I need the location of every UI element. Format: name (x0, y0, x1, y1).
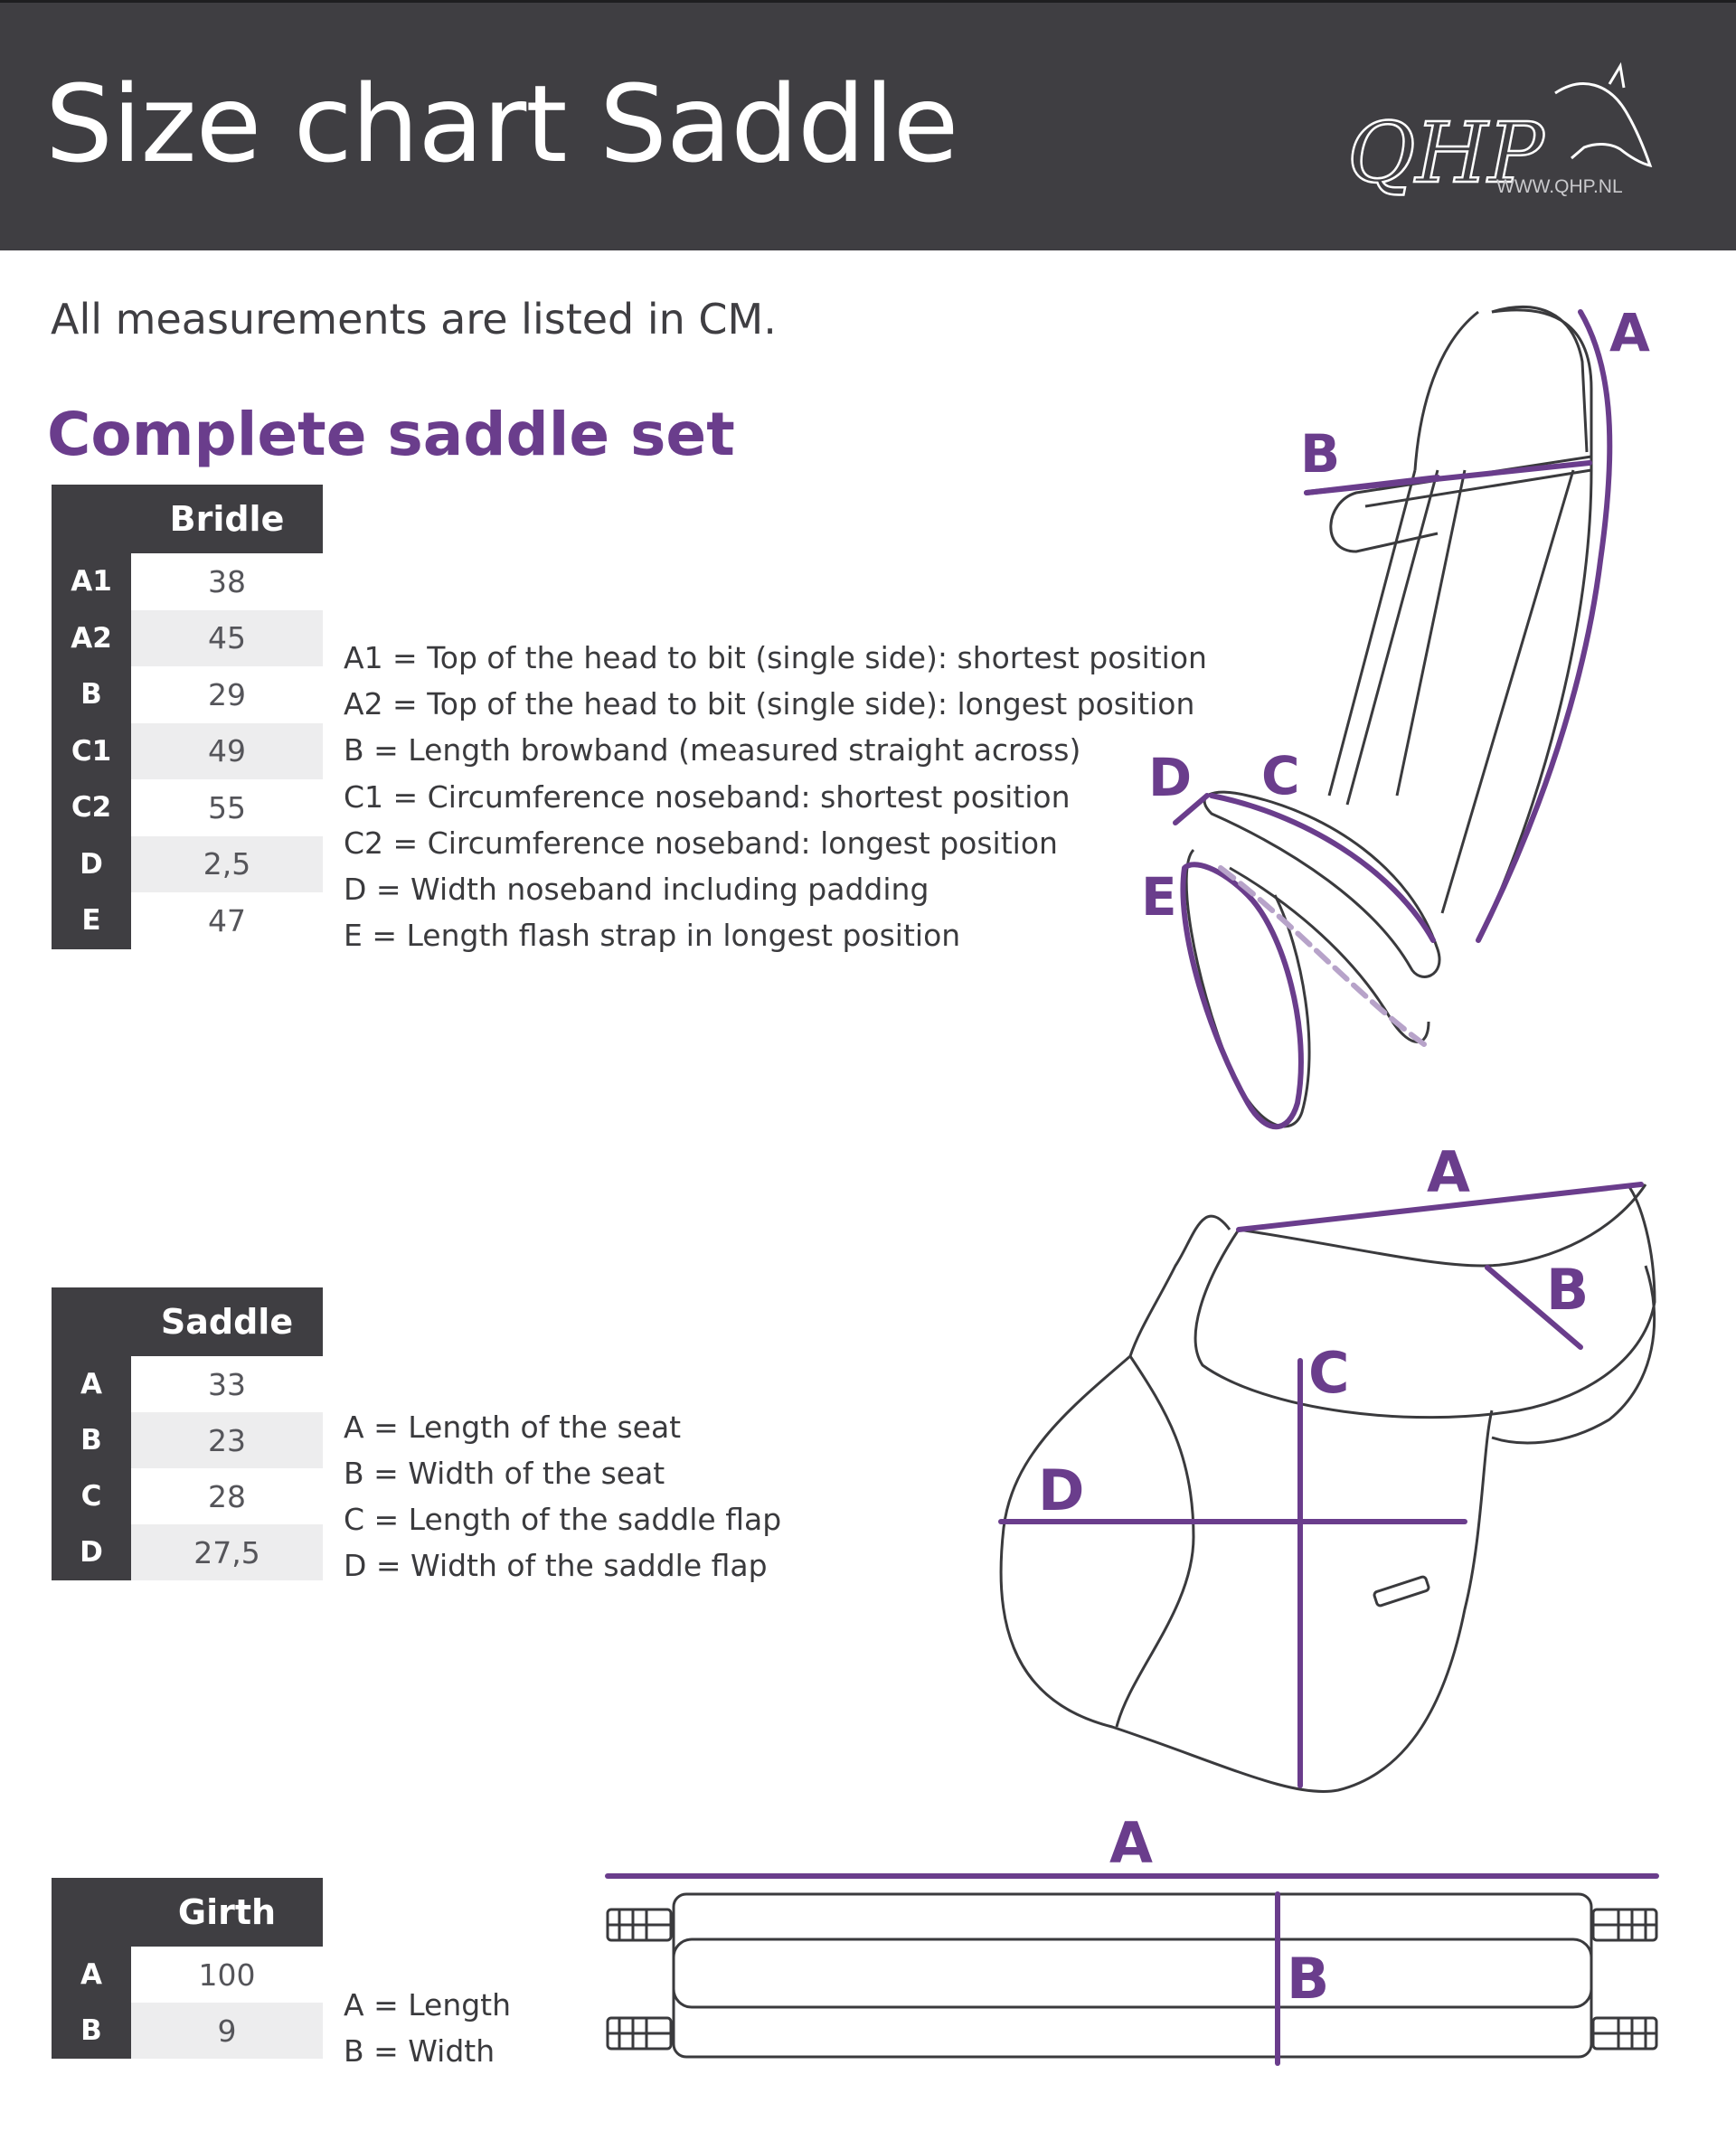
row-value: 23 (131, 1412, 323, 1468)
row-code: A (52, 1947, 131, 2003)
row-code: B (52, 666, 131, 723)
row-value: 29 (208, 676, 246, 712)
girth-measure-lines (605, 1873, 1659, 2066)
saddle-label-d: D (1038, 1457, 1084, 1523)
table-row: B 29 (52, 666, 323, 723)
row-code: D (52, 1524, 131, 1580)
row-value: 45 (131, 609, 323, 666)
qhp-logo: QHP (1346, 61, 1653, 203)
legend-item: D = Width noseband including padding (344, 871, 929, 907)
bridle-label-a: A (1609, 302, 1650, 363)
girth-header: Girth (131, 1878, 323, 1947)
row-code: B (52, 1412, 131, 1468)
row-value: 55 (208, 789, 246, 825)
saddle-label-c: C (1308, 1340, 1350, 1406)
saddle-legend: A = Length of the seat B = Width of the … (344, 1404, 781, 1589)
row-value: 2,5 (131, 835, 323, 892)
legend-item: D = Width of the saddle flap (344, 1548, 768, 1583)
bridle-diagram (1184, 306, 1593, 1128)
table-row: C 28 (52, 1468, 323, 1524)
table-row: E 47 (52, 892, 323, 949)
bridle-header: Bridle (131, 485, 323, 553)
bridle-measure-lines (1173, 309, 1613, 1130)
legend-item: B = Length browband (measured straight a… (344, 732, 1081, 768)
row-value: 47 (208, 902, 246, 938)
legend-item: C2 = Circumference noseband: longest pos… (344, 825, 1058, 861)
girth-label-b: B (1287, 1946, 1329, 2012)
table-row: C2 55 (52, 779, 323, 836)
legend-item: B = Width of the seat (344, 1456, 665, 1491)
row-code: A2 (52, 609, 131, 666)
buckle-left-top-icon (606, 1908, 673, 1942)
bridle-label-e: E (1141, 866, 1177, 928)
saddle-label-b: B (1546, 1257, 1589, 1323)
girth-diagram (606, 1892, 1658, 2059)
row-code: C2 (52, 779, 131, 836)
saddle-measure-lines (998, 1182, 1644, 1788)
buckle-left-bottom-icon (606, 2016, 673, 2051)
table-row: A 100 (52, 1947, 323, 2003)
buckle-right-top-icon (1591, 1908, 1658, 1942)
saddle-diagram (999, 1183, 1656, 1794)
table-corner (52, 1287, 131, 1356)
bridle-legend: A1 = Top of the head to bit (single side… (344, 635, 1207, 958)
row-value: 9 (131, 2003, 323, 2059)
table-corner (52, 485, 131, 553)
bridle-label-c: C (1261, 745, 1300, 806)
saddle-header: Saddle (131, 1287, 323, 1356)
legend-item: B = Width (344, 2033, 495, 2069)
row-code: D (52, 835, 131, 892)
buckle-right-bottom-icon (1591, 2016, 1658, 2051)
units-note: All measurements are listed in CM. (51, 295, 777, 344)
row-value: 28 (208, 1478, 246, 1514)
logo-wordmark: QHP (1347, 105, 1546, 202)
row-code: B (52, 2003, 131, 2059)
row-code: A1 (52, 553, 131, 610)
girth-legend: A = Length B = Width (344, 1982, 511, 2074)
bridle-label-d: D (1148, 747, 1192, 808)
row-code: A (52, 1356, 131, 1412)
table-row: A 33 (52, 1356, 323, 1412)
page-title: Size chart Saddle (45, 61, 958, 186)
row-code: C1 (52, 722, 131, 779)
horse-head-icon (1554, 82, 1653, 167)
legend-item: C = Length of the saddle flap (344, 1502, 782, 1537)
row-value: 38 (208, 563, 246, 599)
row-value: 49 (131, 722, 323, 779)
legend-item: A = Length (344, 1987, 512, 2023)
row-value: 27,5 (131, 1524, 323, 1580)
legend-item: C1 = Circumference noseband: shortest po… (344, 778, 1071, 815)
row-value: 33 (208, 1366, 246, 1402)
saddle-label-a: A (1427, 1139, 1470, 1205)
row-value: 100 (198, 1957, 256, 1993)
girth-label-a: A (1109, 1810, 1153, 1876)
legend-item: A1 = Top of the head to bit (single side… (344, 640, 1207, 675)
page-header: Size chart Saddle QHP WWW.QHP.NL (0, 0, 1736, 250)
legend-item: A = Length of the seat (344, 1410, 682, 1445)
table-corner (52, 1878, 131, 1947)
section-title: Complete saddle set (47, 400, 735, 469)
bridle-label-b: B (1300, 423, 1340, 485)
row-code: C (52, 1468, 131, 1524)
logo-url: WWW.QHP.NL (1496, 176, 1623, 197)
table-row: A1 38 (52, 553, 323, 610)
legend-item: E = Length flash strap in longest positi… (344, 918, 961, 954)
row-code: E (52, 892, 131, 949)
legend-item: A2 = Top of the head to bit (single side… (344, 686, 1195, 722)
